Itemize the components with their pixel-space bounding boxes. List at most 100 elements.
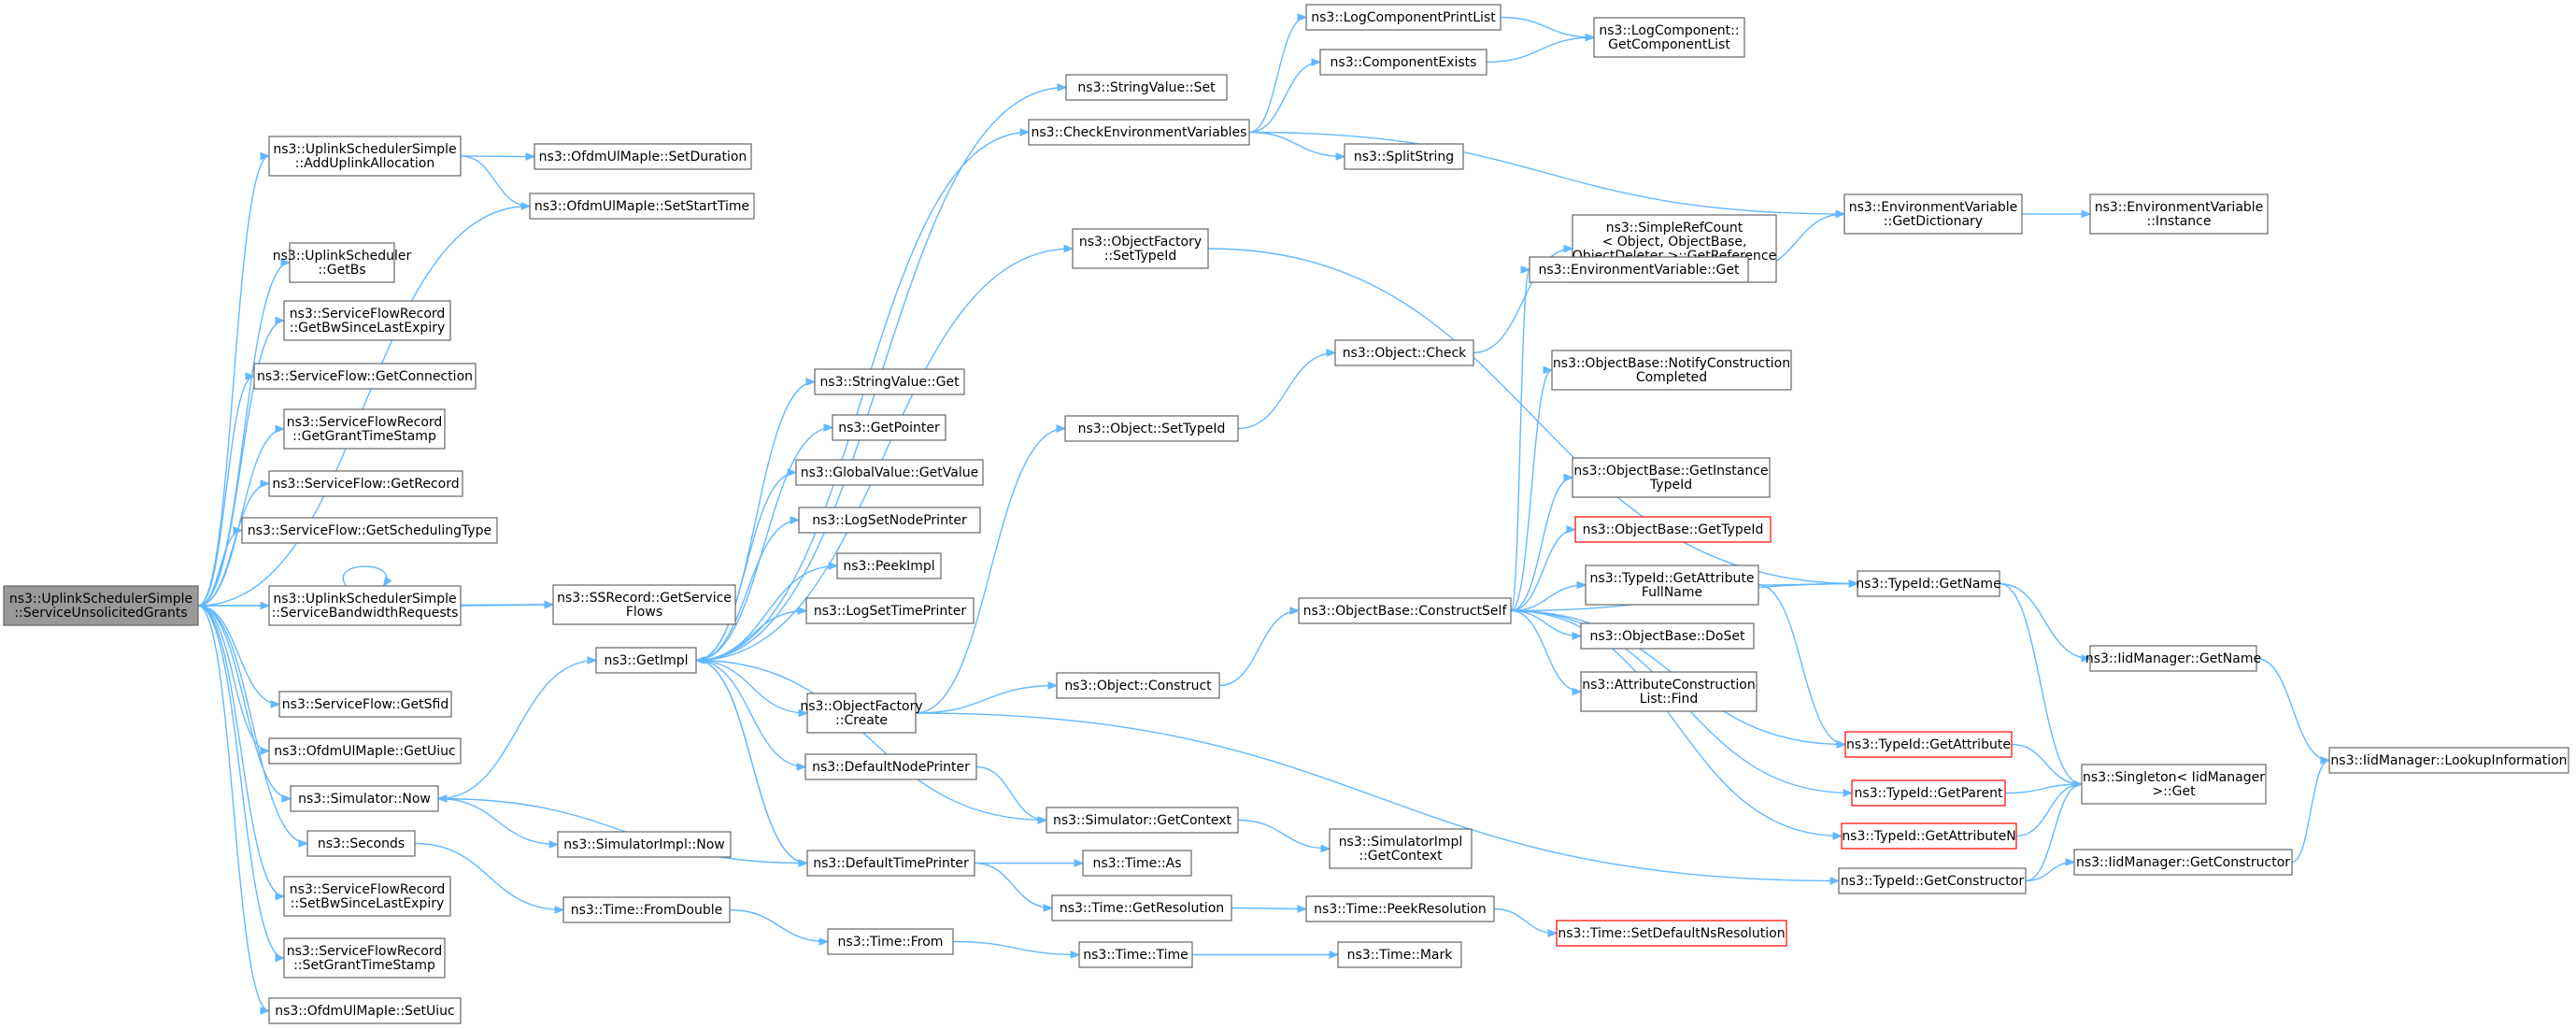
node-box-singletonGet[interactable] (2081, 764, 2267, 805)
function-node-peekRes[interactable]: ns3::Time::PeekResolution (1305, 895, 1495, 922)
function-node-objSetTypeId[interactable]: ns3::Object::SetTypeId (1064, 415, 1239, 442)
function-node-tidGetParent[interactable]: ns3::TypeId::GetParent (1851, 779, 2006, 807)
node-box-setUiuc[interactable] (268, 997, 462, 1024)
function-node-logSetNode[interactable]: ns3::LogSetNodePrinter (798, 507, 981, 534)
node-box-timeTime[interactable] (1078, 941, 1193, 968)
function-node-getBwSince[interactable]: ns3::ServiceFlowRecord::GetBwSinceLastEx… (283, 300, 451, 341)
node-box-constructSelf[interactable] (1298, 597, 1512, 624)
node-box-getAttrFullName[interactable] (1585, 565, 1759, 606)
node-box-logCompGetList[interactable] (1593, 17, 1745, 58)
function-node-getGrantTs[interactable]: ns3::ServiceFlowRecord::GetGrantTimeStam… (283, 408, 446, 450)
function-node-tidGetAttrN[interactable]: ns3::TypeId::GetAttributeN (1841, 822, 2017, 850)
function-node-defTimePr[interactable]: ns3::DefaultTimePrinter (806, 850, 975, 877)
function-node-singletonGet[interactable]: ns3::Singleton< IidManager>::Get (2081, 764, 2267, 805)
node-box-seconds[interactable] (306, 830, 416, 857)
function-node-ofCreate[interactable]: ns3::ObjectFactory::Create (800, 693, 923, 734)
node-box-peekImpl[interactable] (836, 552, 942, 579)
function-node-setBwSince[interactable]: ns3::ServiceFlowRecord::SetBwSinceLastEx… (283, 876, 451, 917)
function-node-tidGetName[interactable]: ns3::TypeId::GetName (1856, 570, 2001, 597)
function-node-getConnection[interactable]: ns3::ServiceFlow::GetConnection (253, 363, 477, 390)
function-node-envGetDict[interactable]: ns3::EnvironmentVariable::GetDictionary (1843, 193, 2023, 235)
function-node-defNodePr[interactable]: ns3::DefaultNodePrinter (804, 753, 977, 780)
function-node-strValGet[interactable]: ns3::StringValue::Get (814, 368, 965, 395)
function-node-getRecord[interactable]: ns3::ServiceFlow::GetRecord (268, 470, 463, 497)
node-box-fromDouble[interactable] (562, 896, 731, 923)
node-box-attrConstrFind[interactable] (1580, 671, 1758, 712)
node-box-getUiuc[interactable] (268, 737, 462, 765)
node-box-strValGet[interactable] (814, 368, 965, 395)
node-box-tidGetAttrN[interactable] (1841, 822, 2017, 850)
function-node-addUplink[interactable]: ns3::UplinkSchedulerSimple::AddUplinkAll… (268, 136, 462, 177)
function-node-objCheck[interactable]: ns3::Object::Check (1334, 339, 1474, 366)
function-node-serviceBw[interactable]: ns3::UplinkSchedulerSimple::ServiceBandw… (268, 585, 462, 626)
node-box-simImplGetCtx[interactable] (1329, 828, 1473, 869)
node-box-getRecord[interactable] (268, 470, 463, 497)
node-box-logSetNode[interactable] (798, 507, 981, 534)
node-box-objConstruct[interactable] (1056, 672, 1220, 699)
node-box-simGetContext[interactable] (1046, 807, 1239, 834)
node-box-tidGetName[interactable] (1857, 570, 2000, 597)
node-box-envVarGet[interactable] (1529, 256, 1749, 283)
function-node-getSfid[interactable]: ns3::ServiceFlow::GetSfid (278, 691, 452, 718)
function-node-tidGetConstr[interactable]: ns3::TypeId::GetConstructor (1838, 867, 2027, 894)
node-box-splitString[interactable] (1344, 143, 1464, 170)
function-node-gvGetValue[interactable]: ns3::GlobalValue::GetValue (795, 459, 984, 486)
function-node-logCompPrint[interactable]: ns3::LogComponentPrintList (1305, 4, 1501, 31)
node-box-getSchedType[interactable] (241, 517, 498, 544)
node-box-objSetTypeId[interactable] (1064, 415, 1239, 442)
function-node-getUiuc[interactable]: ns3::OfdmUlMapIe::GetUiuc (268, 737, 462, 765)
function-node-getImpl[interactable]: ns3::GetImpl (595, 647, 697, 674)
function-node-doSet[interactable]: ns3::ObjectBase::DoSet (1580, 622, 1755, 650)
function-node-timeGetRes[interactable]: ns3::Time::GetResolution (1051, 894, 1232, 922)
function-node-splitString[interactable]: ns3::SplitString (1344, 143, 1464, 170)
node-box-objCheck[interactable] (1334, 339, 1474, 366)
node-box-simNow[interactable] (290, 785, 439, 812)
node-box-notifyConstr[interactable] (1551, 350, 1792, 391)
node-box-logSetTime[interactable] (805, 597, 975, 624)
function-node-timeAs[interactable]: ns3::Time::As (1082, 850, 1192, 877)
node-box-iidGetConstr[interactable] (2073, 849, 2293, 876)
function-node-logCompGetList[interactable]: ns3::LogComponent::GetComponentList (1593, 17, 1745, 58)
node-box-doSet[interactable] (1580, 622, 1755, 650)
node-box-timeFrom[interactable] (827, 928, 954, 955)
node-box-timeGetRes[interactable] (1051, 894, 1232, 922)
node-box-getImpl[interactable] (595, 647, 697, 674)
function-node-obGetTypeId[interactable]: ns3::ObjectBase::GetTypeId (1574, 516, 1772, 543)
node-box-defNodePr[interactable] (804, 753, 977, 780)
node-box-setStartTime[interactable] (529, 193, 755, 220)
function-node-getBs[interactable]: ns3::UplinkScheduler::GetBs (273, 242, 412, 283)
node-box-ofCreate[interactable] (806, 693, 917, 734)
function-node-simImplNow[interactable]: ns3::SimulatorImpl::Now (557, 831, 732, 858)
node-box-root[interactable] (3, 585, 199, 626)
function-node-ofSetTypeId[interactable]: ns3::ObjectFactory::SetTypeId (1072, 228, 1209, 269)
function-node-notifyConstr[interactable]: ns3::ObjectBase::NotifyConstructionCompl… (1551, 350, 1792, 391)
function-node-fromDouble[interactable]: ns3::Time::FromDouble (562, 896, 731, 923)
node-box-strValSet[interactable] (1065, 74, 1228, 101)
function-node-iidLookup[interactable]: ns3::IidManager::LookupInformation (2328, 747, 2569, 774)
function-node-setUiuc[interactable]: ns3::OfdmUlMapIe::SetUiuc (268, 997, 462, 1024)
function-node-peekImpl[interactable]: ns3::PeekImpl (836, 552, 942, 579)
node-box-getBs[interactable] (289, 242, 395, 283)
node-box-getBwSince[interactable] (283, 300, 451, 341)
node-box-logCompPrint[interactable] (1305, 4, 1501, 31)
node-box-envGetDict[interactable] (1843, 193, 2023, 235)
function-node-getSchedType[interactable]: ns3::ServiceFlow::GetSchedulingType (241, 517, 498, 544)
node-box-gvGetValue[interactable] (795, 459, 984, 486)
node-box-getConnection[interactable] (253, 363, 477, 390)
function-node-strValSet[interactable]: ns3::StringValue::Set (1065, 74, 1228, 101)
node-box-getInstTypeId[interactable] (1572, 457, 1771, 498)
function-node-timeFrom[interactable]: ns3::Time::From (827, 928, 954, 955)
node-box-defTimePr[interactable] (806, 850, 975, 877)
function-node-timeTime[interactable]: ns3::Time::Time (1078, 941, 1193, 968)
node-box-ssGetFlows[interactable] (552, 584, 736, 625)
node-box-setGrantTs[interactable] (283, 937, 446, 979)
node-box-setBwSince[interactable] (283, 876, 451, 917)
node-box-checkEnv[interactable] (1028, 119, 1250, 146)
function-node-getPointer[interactable]: ns3::GetPointer (832, 414, 946, 441)
node-box-envInstance[interactable] (2089, 193, 2269, 235)
node-box-tidGetParent[interactable] (1851, 779, 2006, 807)
function-node-iidGetName[interactable]: ns3::IidManager::GetName (2085, 645, 2261, 672)
